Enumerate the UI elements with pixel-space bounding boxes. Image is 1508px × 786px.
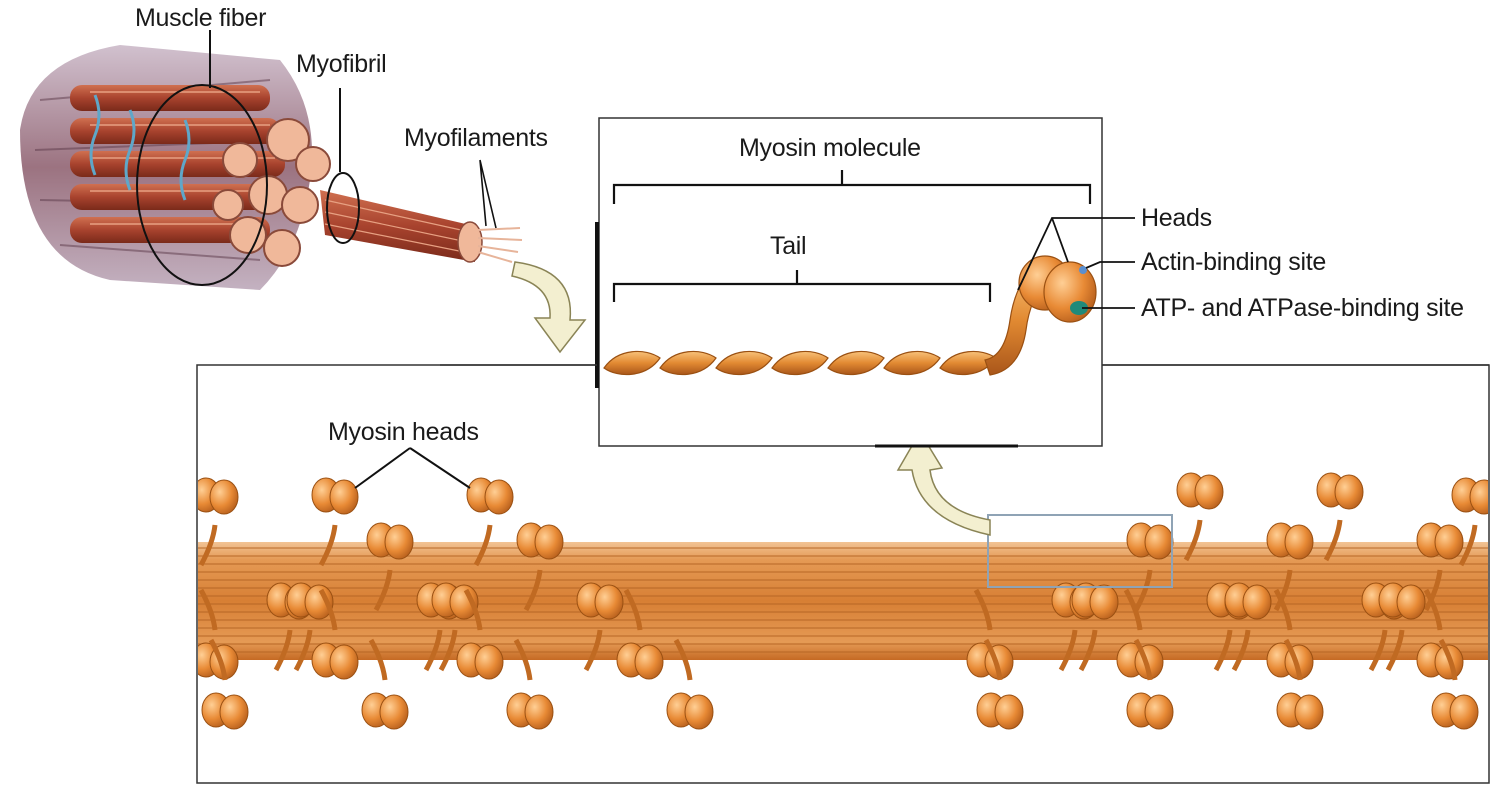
muscle-fiber-illustration bbox=[20, 30, 522, 290]
myosin-molecule-box bbox=[597, 118, 1135, 446]
label-muscle-fiber: Muscle fiber bbox=[135, 4, 266, 33]
label-heads: Heads bbox=[1141, 204, 1212, 233]
label-actin-binding-site: Actin-binding site bbox=[1141, 248, 1326, 277]
myofibril-extension bbox=[320, 190, 522, 262]
label-myosin-heads: Myosin heads bbox=[328, 418, 479, 447]
label-myofibril: Myofibril bbox=[296, 50, 386, 79]
label-myosin-molecule: Myosin molecule bbox=[739, 134, 921, 163]
zoom-arrow-top bbox=[512, 262, 585, 352]
label-myofilaments: Myofilaments bbox=[404, 124, 548, 153]
label-tail: Tail bbox=[770, 232, 806, 261]
label-atp-binding-site: ATP- and ATPase-binding site bbox=[1141, 294, 1464, 323]
